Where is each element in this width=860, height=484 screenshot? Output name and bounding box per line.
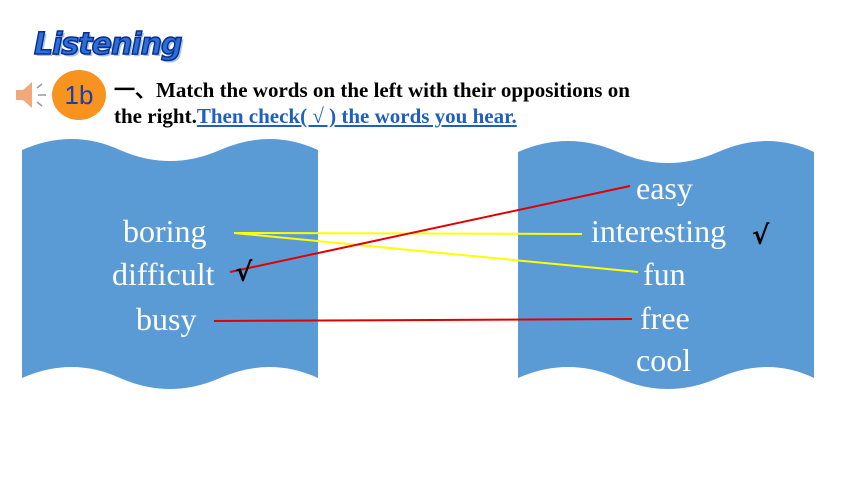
right-word-fun: fun [643,256,686,292]
left-word-busy: busy [136,301,197,337]
right-word-free: free [640,300,690,336]
match-line-difficult-easy [229,185,631,273]
instruction-text: the right. [114,104,197,128]
right-word-panel [518,141,814,389]
listening-logo: Listening [33,27,183,62]
check-mark-difficult: √ [235,258,253,288]
instruction-line-1: 一、Match the words on the left with their… [114,78,630,102]
right-word-cool: cool [636,342,692,378]
left-word-panel [22,139,318,389]
instruction-line-2: the right.Then check( √ ) the words you … [114,104,517,129]
match-line-boring-fun [233,232,639,273]
check-mark-interesting: √ [752,221,770,251]
match-line-busy-free [213,318,633,322]
left-word-difficult: difficult [112,256,215,292]
exercise-badge: 1b [52,70,106,120]
right-word-easy: easy [636,170,693,206]
instruction-link-text: Then check( √ ) the words you hear. [196,104,517,128]
right-word-interesting: interesting [591,213,727,249]
speaker-icon[interactable] [14,80,50,110]
left-word-boring: boring [123,213,207,249]
